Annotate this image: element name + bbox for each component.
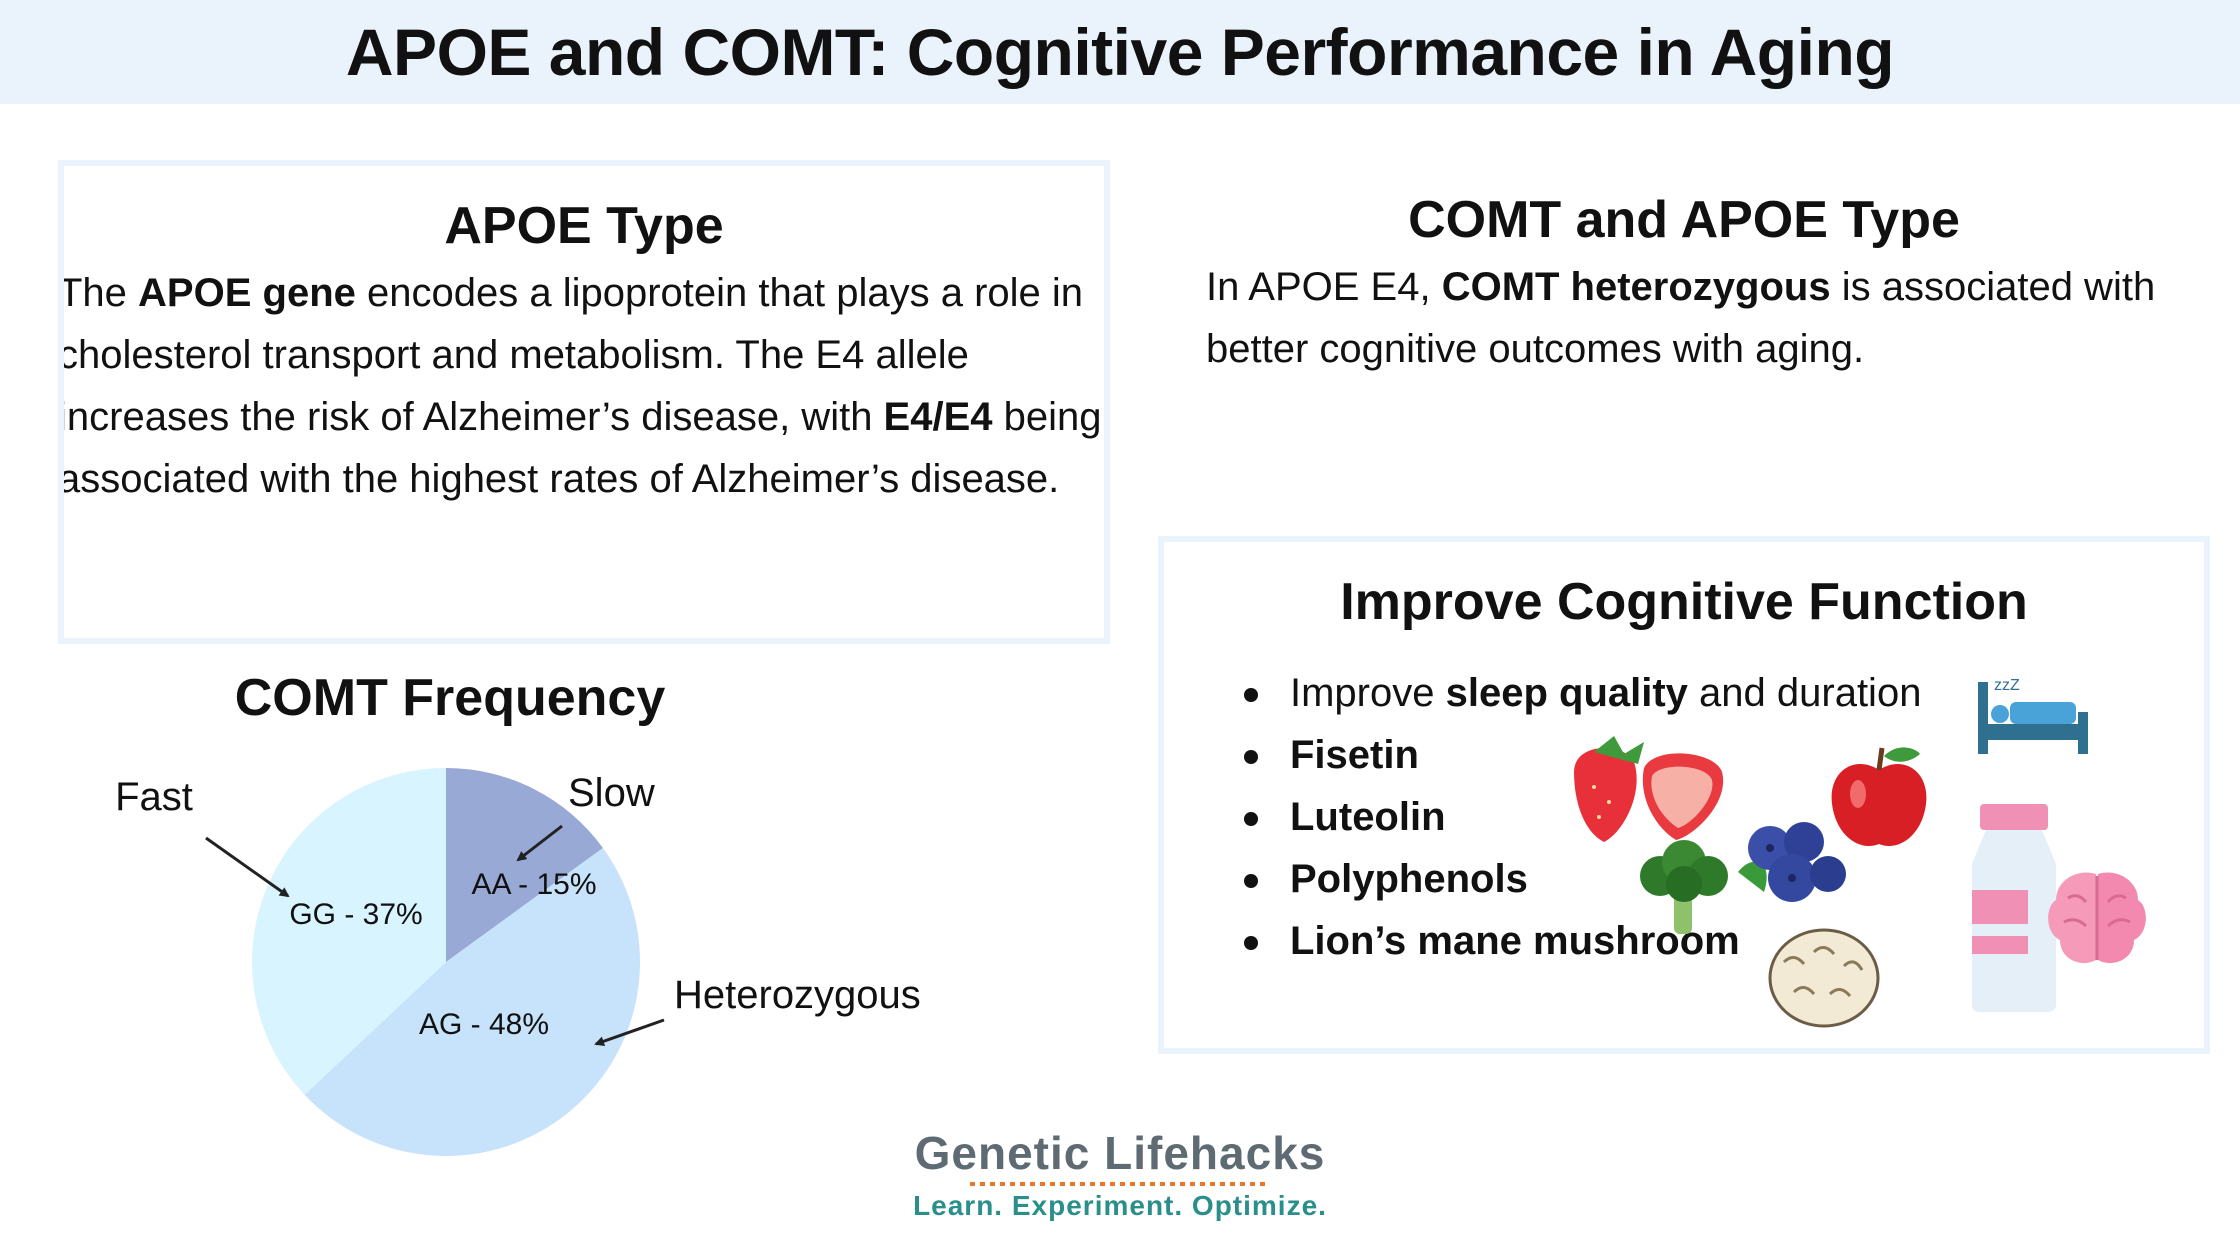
pie-slice-0 <box>446 768 603 962</box>
pie-slice-1 <box>304 847 640 1156</box>
pie-annotation-arrow-1 <box>594 1018 665 1047</box>
pie-slice-2 <box>252 768 446 1095</box>
brain-icon <box>2048 872 2146 964</box>
list-item: Lion’s mane mushroom <box>1244 910 1921 972</box>
comt-frequency-title: COMT Frequency <box>234 669 666 727</box>
list-item: Fisetin <box>1244 724 1921 786</box>
pie-annotation-2: Fast <box>115 775 193 819</box>
pie-annotation-arrow-2 <box>205 836 290 898</box>
comt-pie-chart: AA - 15% AG - 48% GG - 37% SlowHeterozygou… <box>115 768 921 1156</box>
apoe-gene-bold: APOE gene <box>138 271 356 315</box>
list-item: Improve sleep quality and duration <box>1244 662 1921 724</box>
apoe-title: APOE Type <box>444 197 724 255</box>
pie-annotation-arrow-0 <box>516 824 563 862</box>
sleep-zzz: zzZ <box>1994 677 2020 694</box>
e4e4-bold: E4/E4 <box>883 395 993 439</box>
apple-icon <box>1831 747 1927 847</box>
page-title: APOE and COMT: Cognitive Performance in … <box>345 15 1895 89</box>
list-item: Luteolin <box>1244 786 1921 848</box>
comt-heterozygous-bold: COMT heterozygous <box>1441 265 1831 309</box>
bed-sleep-icon: zzZ <box>1978 677 2088 754</box>
apoe-card: APOE Type The APOE gene encodes a lipopr… <box>58 160 1110 644</box>
pie-slice-label-0: AA - 15% <box>471 868 596 901</box>
pie-annotation-0: Slow <box>568 771 655 815</box>
strawberry-icon <box>1574 736 1724 842</box>
comt-apoe-title: COMT and APOE Type <box>1408 191 1960 249</box>
improve-card: Improve Cognitive Function Improve sleep… <box>1158 536 2210 1054</box>
brand-divider <box>970 1182 1270 1186</box>
title-bar: APOE and COMT: Cognitive Performance in … <box>0 0 2240 104</box>
pie-slice-label-2: GG - 37% <box>289 898 422 931</box>
comt-apoe-description: In APOE E4, COMT heterozygous is associa… <box>1206 265 2156 371</box>
list-item: Polyphenols <box>1244 848 1921 910</box>
brand-logo: Genetic Lifehacks Learn. Experiment. Opt… <box>880 1126 1360 1222</box>
mushroom-icon <box>1768 928 1880 1028</box>
supplement-bottle-icon <box>1972 804 2056 1012</box>
brand-tagline: Learn. Experiment. Optimize. <box>913 1190 1327 1221</box>
brand-name: Genetic Lifehacks <box>914 1127 1326 1179</box>
pie-slice-label-1: AG - 48% <box>419 1008 549 1041</box>
improve-title: Improve Cognitive Function <box>1340 573 2028 631</box>
apoe-description: The APOE gene encodes a lipoprotein that… <box>58 271 1102 501</box>
blueberry-icon <box>1738 822 1846 902</box>
pie-annotation-1: Heterozygous <box>674 973 921 1017</box>
improve-list: Improve sleep quality and duration Fiset… <box>1244 662 1921 972</box>
broccoli-icon <box>1640 840 1728 934</box>
